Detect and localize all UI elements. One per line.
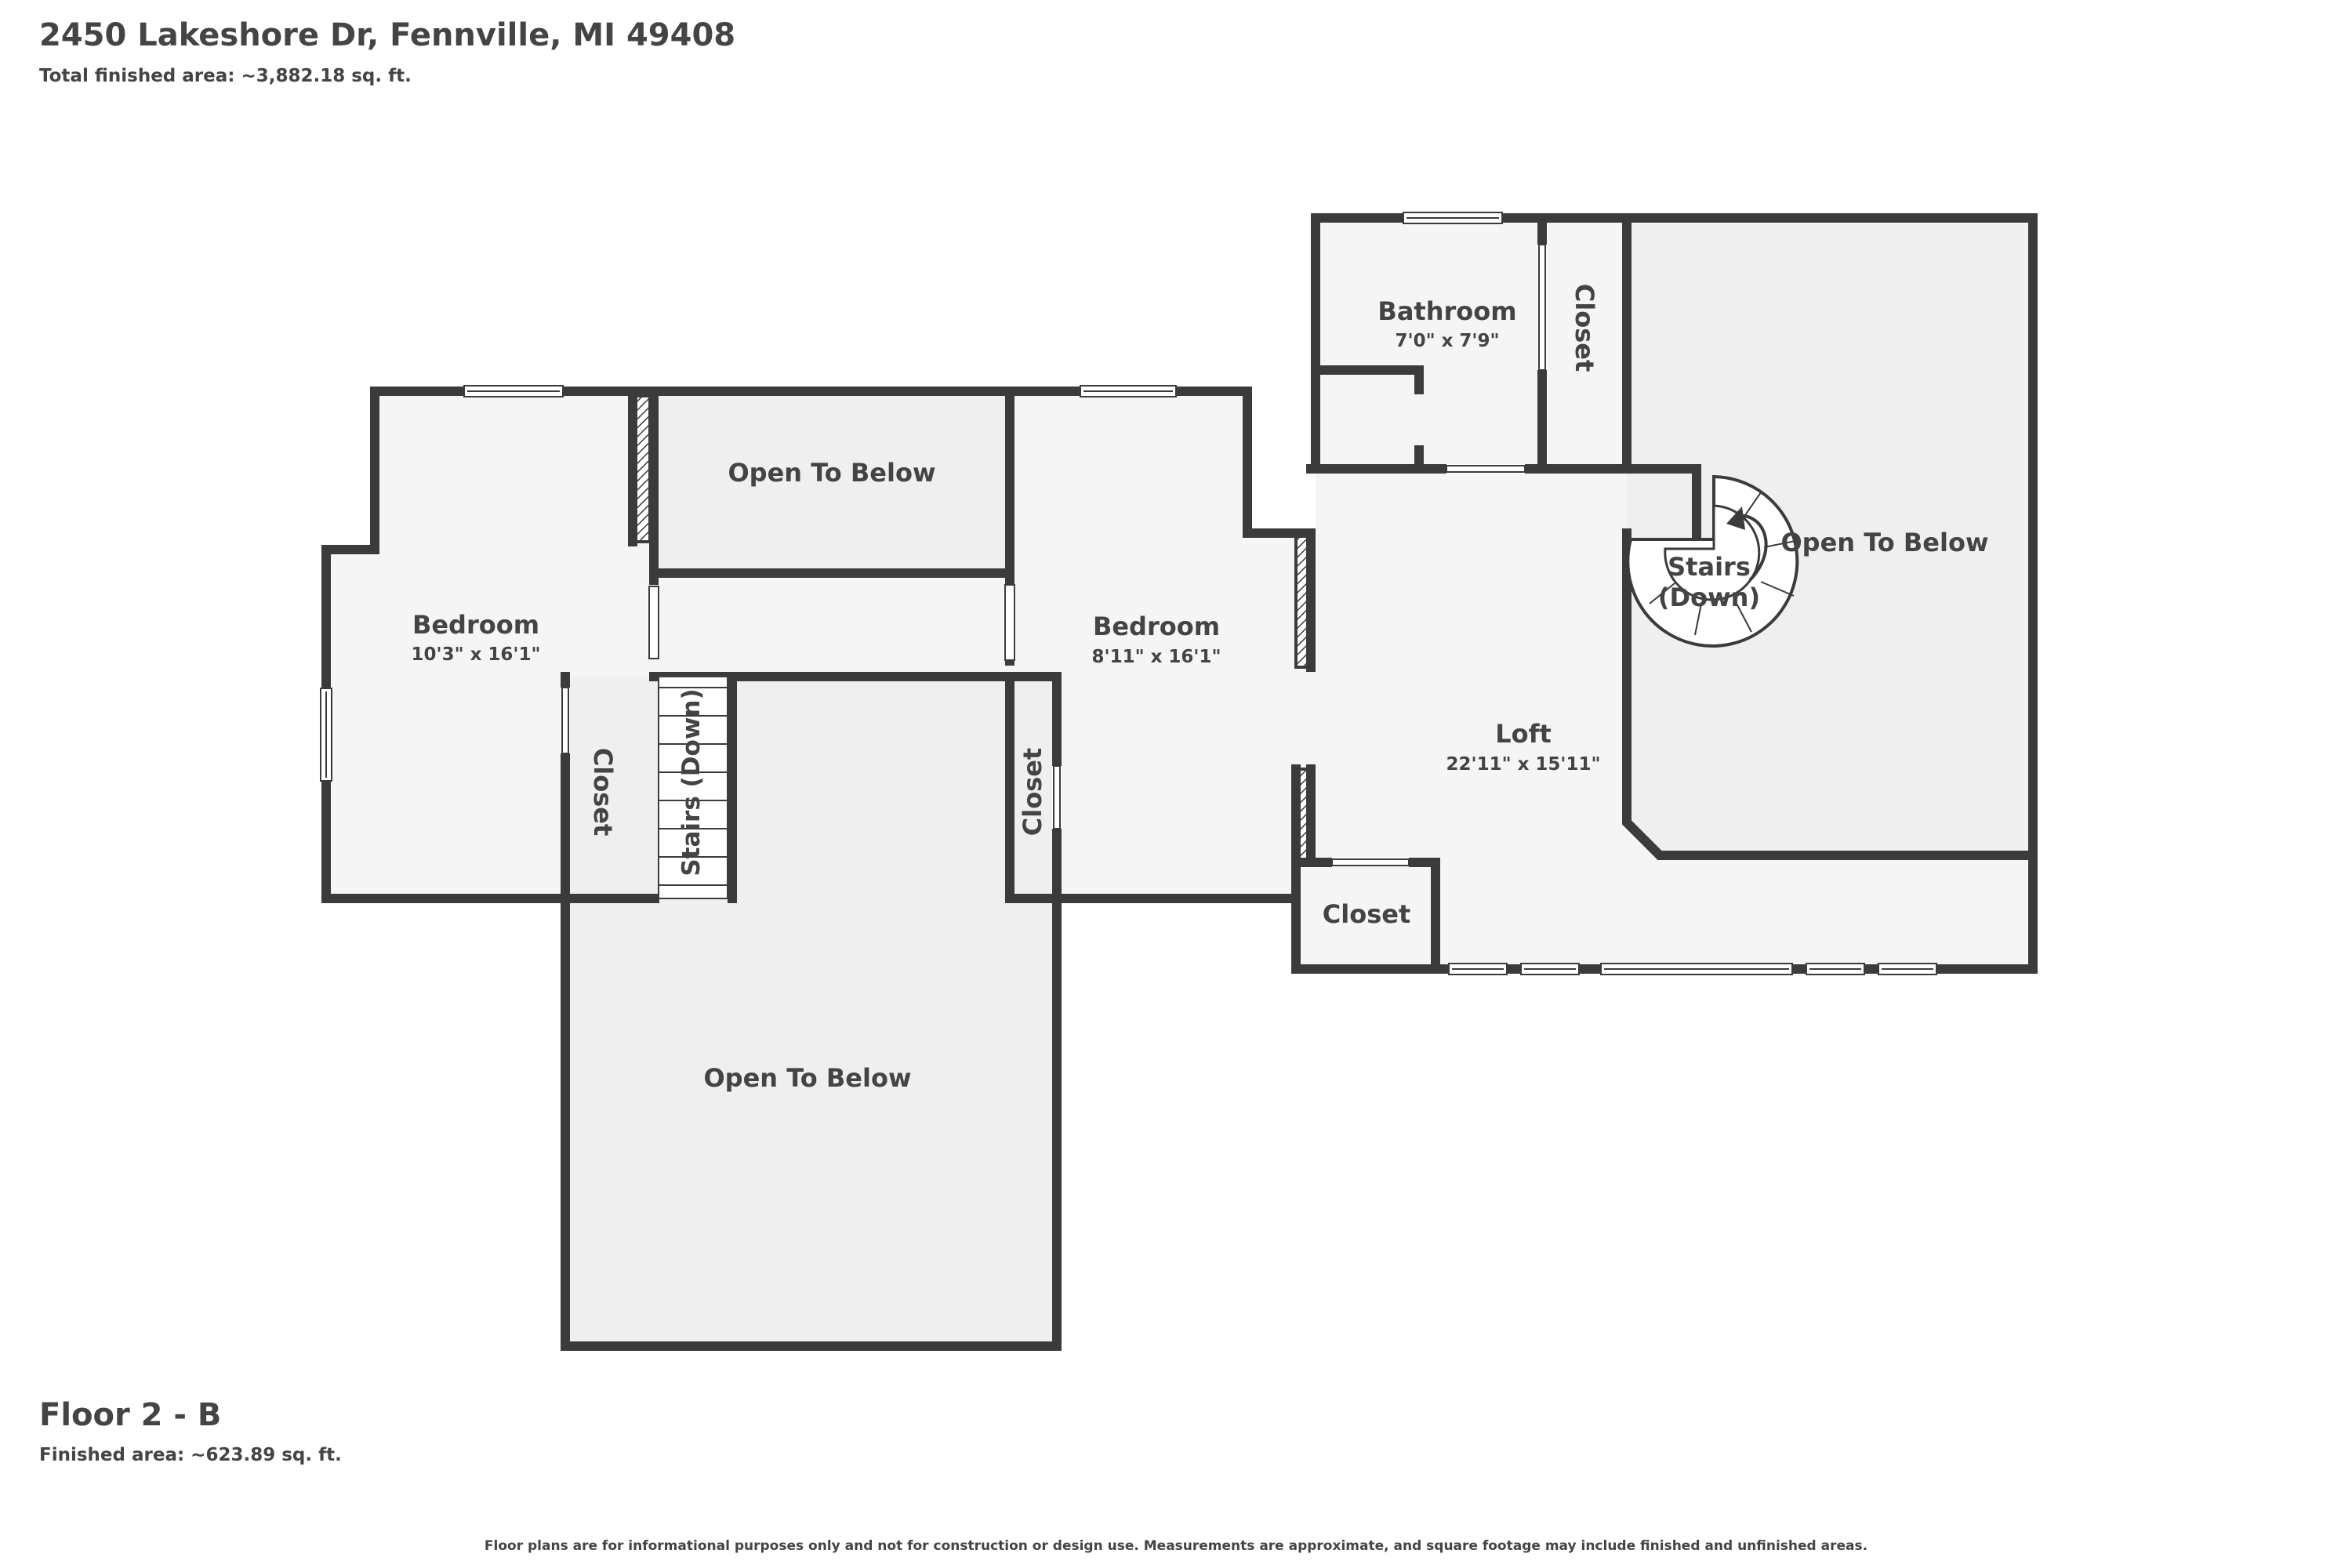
open-to-below-top-area xyxy=(654,396,1005,573)
room-label-open-bottom: Open To Below xyxy=(703,1063,911,1093)
straight-stairs xyxy=(658,676,728,899)
floor-finished-area: Finished area: ~623.89 sq. ft. xyxy=(39,1445,342,1465)
room-label-bathroom: Bathroom xyxy=(1377,296,1516,326)
room-dims-loft: 22'11" x 15'11" xyxy=(1446,754,1601,775)
floor-fills xyxy=(326,218,2033,1346)
room-label-stairs-spiral-line1: Stairs xyxy=(1668,552,1751,582)
property-address: 2450 Lakeshore Dr, Fennville, MI 49408 xyxy=(39,17,736,53)
room-label-stairs-spiral-line2: (Down) xyxy=(1658,583,1760,612)
room-label-bedroom-mid: Bedroom xyxy=(1093,612,1220,641)
windows xyxy=(320,212,1937,975)
door-openings xyxy=(561,244,1547,867)
room-labels: Bedroom 10'3" x 16'1" Open To Below Bedr… xyxy=(412,284,1989,1093)
room-label-open-top: Open To Below xyxy=(728,458,935,488)
room-label-closet-top: Closet xyxy=(1570,284,1599,372)
room-label-closet-mid: Closet xyxy=(1018,748,1047,836)
total-finished-area: Total finished area: ~3,882.18 sq. ft. xyxy=(39,66,412,86)
room-label-loft: Loft xyxy=(1495,719,1552,749)
room-label-closet-left: Closet xyxy=(588,748,618,836)
disclaimer: Floor plans are for informational purpos… xyxy=(484,1538,1868,1554)
room-label-stairs-straight: Stairs (Down) xyxy=(677,688,706,876)
room-dims-bedroom-mid: 8'11" x 16'1" xyxy=(1092,647,1221,667)
room-label-bedroom-left: Bedroom xyxy=(412,610,539,640)
spiral-stairs xyxy=(1626,474,1799,648)
room-dims-bedroom-left: 10'3" x 16'1" xyxy=(412,644,541,665)
room-label-open-right: Open To Below xyxy=(1780,528,1988,557)
floor-name: Floor 2 - B xyxy=(39,1397,222,1433)
room-label-closet-bottom: Closet xyxy=(1323,899,1410,929)
room-dims-bathroom: 7'0" x 7'9" xyxy=(1396,331,1500,351)
open-to-below-right-area xyxy=(1627,224,2028,855)
